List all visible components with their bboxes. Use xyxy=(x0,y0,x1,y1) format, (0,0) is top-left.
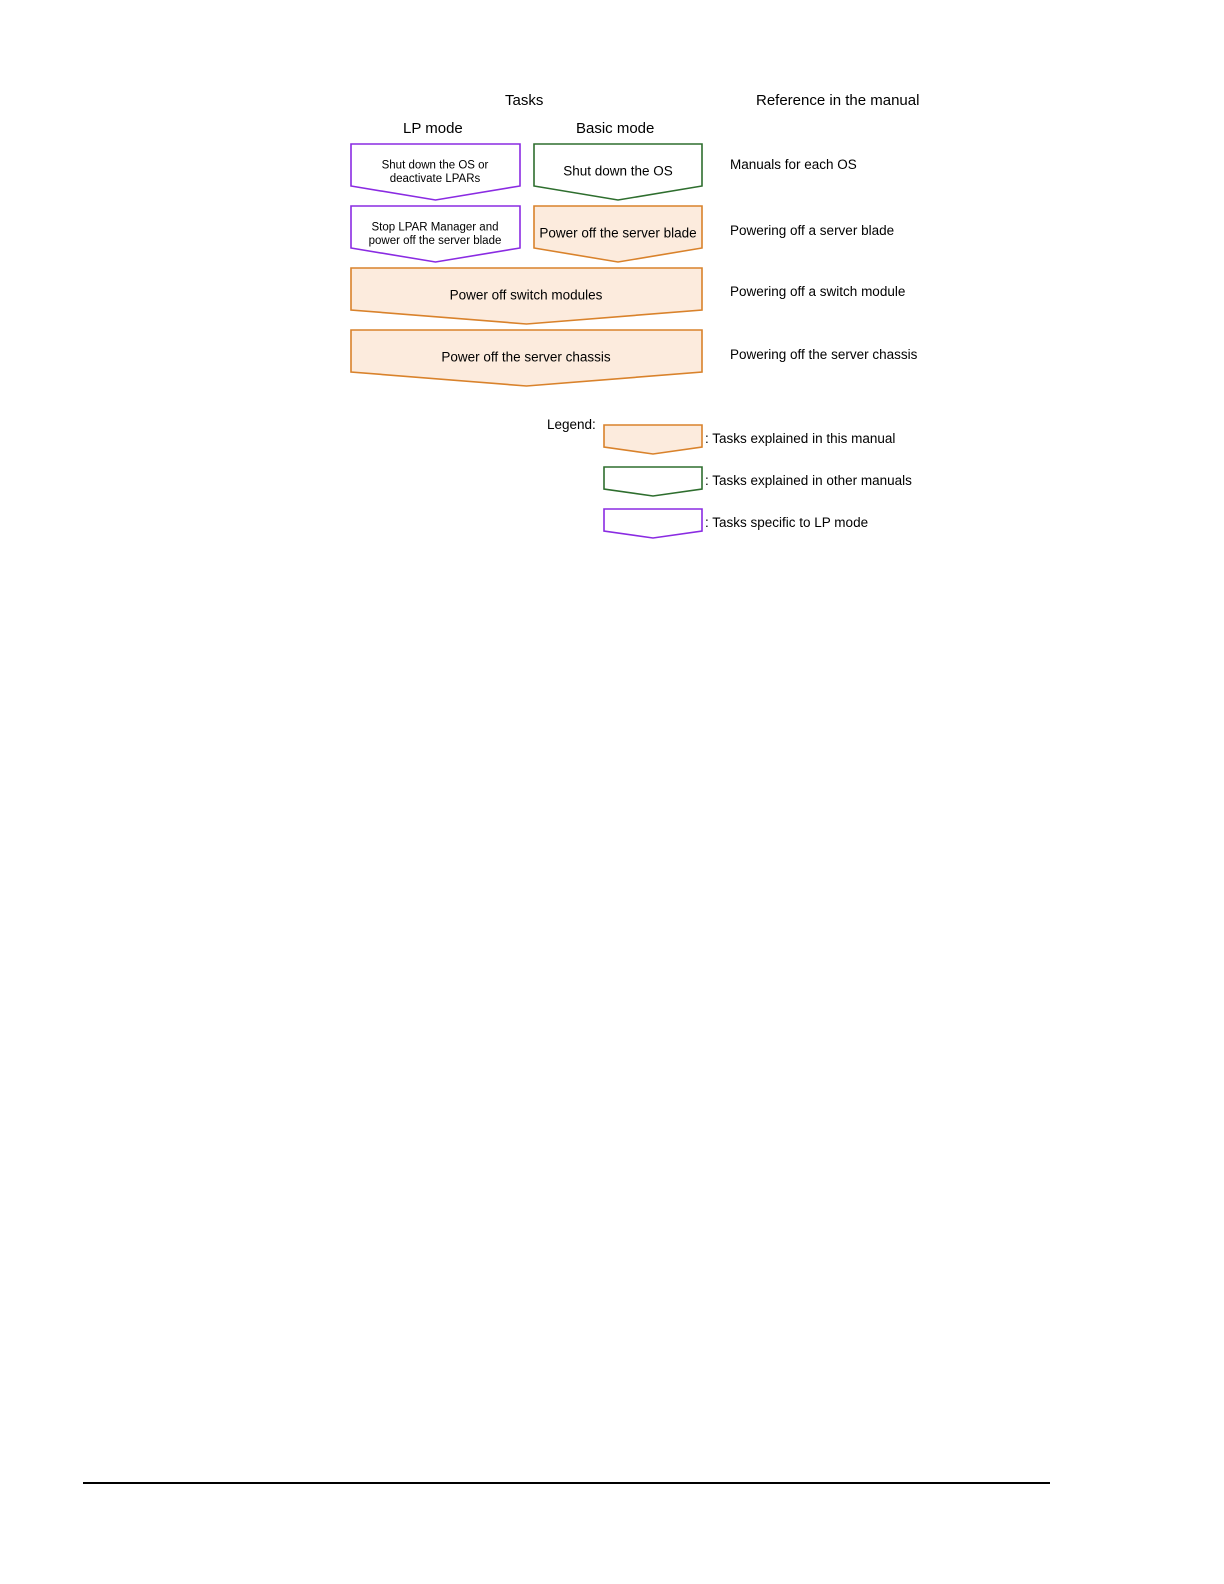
shared-step-4-box xyxy=(350,329,703,387)
shared-step-4-label-line-1: Power off the server chassis xyxy=(441,350,611,365)
shared-step-3-box xyxy=(350,267,703,325)
lp-step-2-label-line-2: power off the server blade xyxy=(369,235,502,247)
reference-step-3: Powering off a switch module xyxy=(730,284,906,299)
shared-step-3-label-line-1: Power off switch modules xyxy=(450,288,603,303)
legend-label-lp-specific: : Tasks specific to LP mode xyxy=(705,515,869,530)
basic-step-1-box xyxy=(533,143,703,201)
legend-swatch-this-manual xyxy=(603,424,703,455)
lp-step-1-label-line-1: Shut down the OS or xyxy=(382,159,489,171)
legend-swatch-other-manuals xyxy=(603,466,703,497)
reference-step-4: Powering off the server chassis xyxy=(730,347,918,362)
power-off-flow-diagram: Shut down the OS or deactivate LPARs Shut … xyxy=(350,143,703,539)
basic-step-2-label-line-1: Power off the server blade xyxy=(539,226,696,241)
reference-step-1: Manuals for each OS xyxy=(730,157,857,172)
basic-step-2-box xyxy=(533,205,703,263)
legend-label-this-manual: : Tasks explained in this manual xyxy=(705,431,896,446)
reference-step-2: Powering off a server blade xyxy=(730,223,895,238)
tasks-header: Tasks xyxy=(505,92,544,109)
lp-mode-header: LP mode xyxy=(403,120,463,137)
legend-swatch-lp-specific xyxy=(603,508,703,539)
lp-step-1-box xyxy=(350,143,521,201)
legend-title: Legend: xyxy=(547,417,596,432)
reference-header: Reference in the manual xyxy=(756,92,920,109)
basic-step-1-label-line-1: Shut down the OS xyxy=(563,164,673,179)
legend-label-other-manuals: : Tasks explained in other manuals xyxy=(705,473,912,488)
basic-mode-header: Basic mode xyxy=(576,120,655,137)
lp-step-2-label-line-1: Stop LPAR Manager and xyxy=(371,221,498,233)
lp-step-2-box xyxy=(350,205,521,263)
footer-rule xyxy=(83,1482,1050,1484)
lp-step-1-label-line-2: deactivate LPARs xyxy=(390,173,481,185)
